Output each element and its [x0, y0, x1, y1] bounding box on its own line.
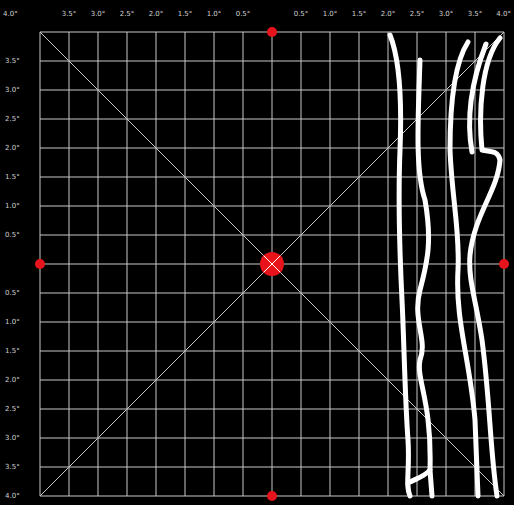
- axis-label: 3.0°: [439, 10, 454, 18]
- axis-label: 1.5°: [352, 10, 367, 18]
- axis-label: 1.5°: [5, 173, 20, 181]
- axis-label: 4.0°: [3, 10, 18, 18]
- distortion-lines: [390, 35, 500, 496]
- axis-label: 2.0°: [381, 10, 396, 18]
- axis-label: 2.5°: [5, 115, 20, 123]
- axis-label: 3.0°: [5, 86, 20, 94]
- axis-label: 4.0°: [5, 492, 20, 500]
- axis-label: 1.0°: [5, 202, 20, 210]
- axis-label: 0.5°: [236, 10, 251, 18]
- axis-label: 3.0°: [5, 434, 20, 442]
- axis-label: 1.0°: [207, 10, 222, 18]
- axis-label: 2.5°: [5, 405, 20, 413]
- axis-label: 2.5°: [120, 10, 135, 18]
- axis-label: 3.5°: [5, 57, 20, 65]
- axis-label: 1.0°: [323, 10, 338, 18]
- axis-label: 0.5°: [294, 10, 309, 18]
- axis-label: 2.0°: [5, 144, 20, 152]
- grid-lines: [40, 32, 504, 496]
- axis-label: 3.0°: [91, 10, 106, 18]
- axis-label: 3.5°: [468, 10, 483, 18]
- axis-label: 2.0°: [5, 376, 20, 384]
- axis-label: 4.0°: [496, 10, 511, 18]
- diagonals: [40, 32, 504, 496]
- axis-label: 0.5°: [5, 231, 20, 239]
- fixation-dots: [35, 27, 509, 501]
- axis-label: 1.0°: [5, 318, 20, 326]
- axis-label: 1.5°: [5, 347, 20, 355]
- axis-label: 0.5°: [5, 289, 20, 297]
- axis-label: 1.5°: [178, 10, 193, 18]
- axis-label: 3.5°: [62, 10, 77, 18]
- axis-label: 2.5°: [410, 10, 425, 18]
- axis-label: 3.5°: [5, 463, 20, 471]
- axis-label: 2.0°: [149, 10, 164, 18]
